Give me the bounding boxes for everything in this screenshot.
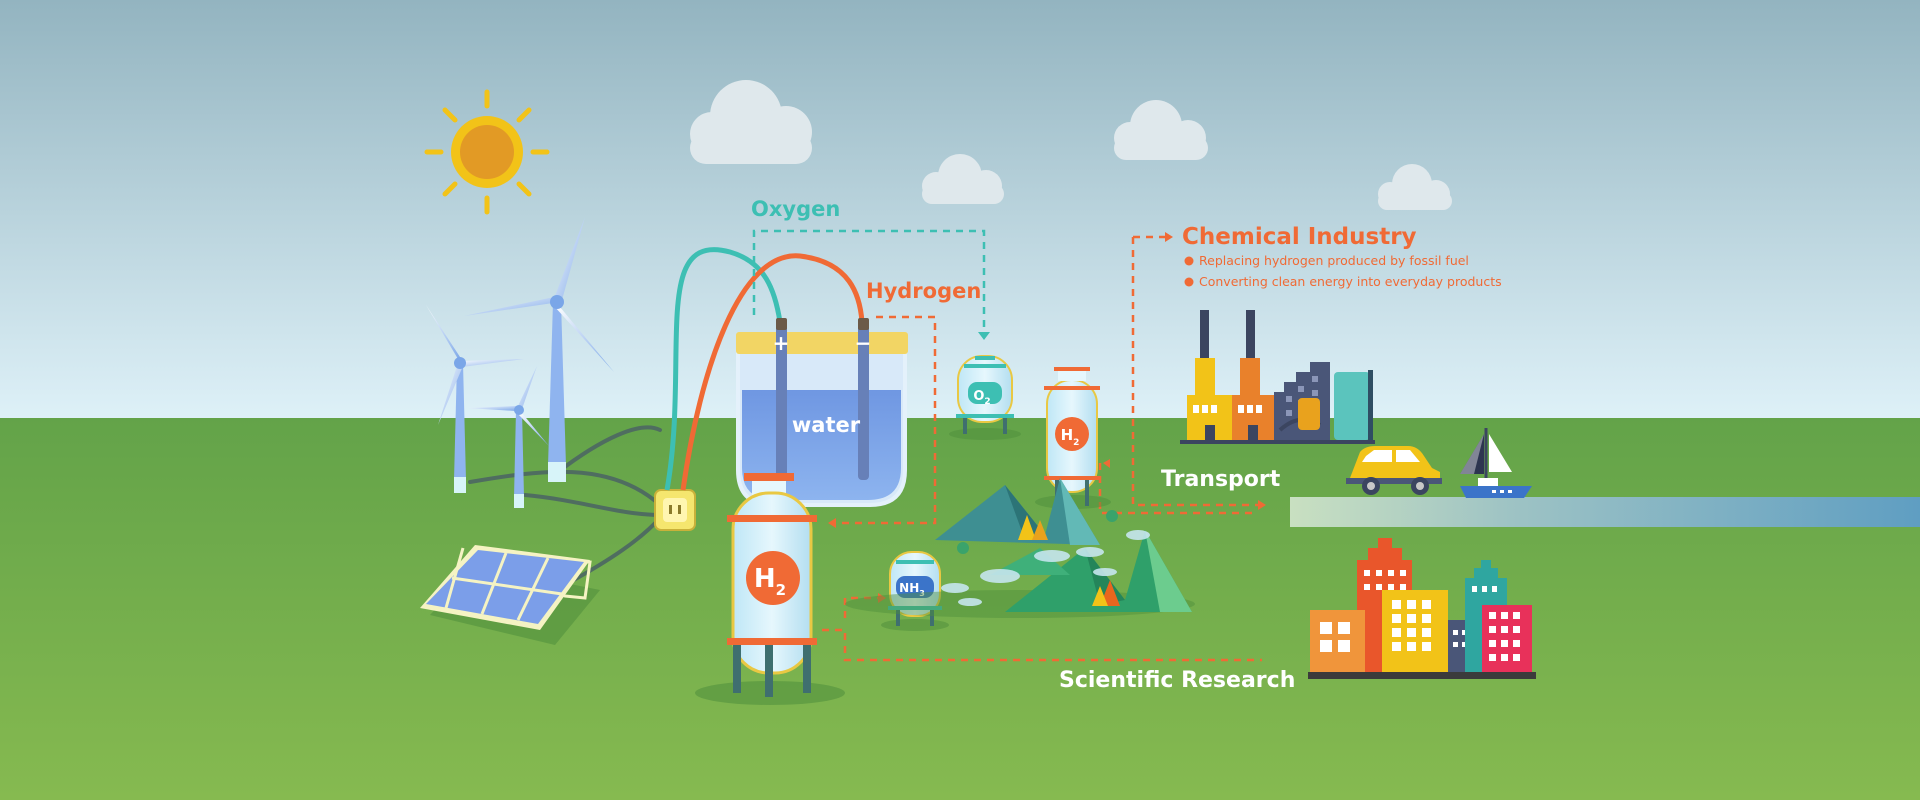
ammonia-tank-icon <box>881 551 949 631</box>
ground <box>0 418 1920 800</box>
ammonia-tank-label: NH3 <box>899 581 925 598</box>
bullet-icon <box>1184 277 1194 287</box>
wind-turbine-icon <box>464 217 614 482</box>
wind-turbine-icon <box>467 366 549 508</box>
river <box>1290 497 1920 527</box>
chemical-bullet-1: Replacing hydrogen produced by fossil fu… <box>1199 253 1469 268</box>
oxygen-wire <box>664 247 783 491</box>
sky <box>0 0 1920 420</box>
arrow-icons <box>828 459 1266 603</box>
sun-icon <box>424 89 550 215</box>
hydrogen-small-tank-icon <box>1035 367 1111 509</box>
power-socket-icon <box>654 489 696 531</box>
factory-icon <box>1180 310 1375 444</box>
arrow-icon <box>978 332 990 340</box>
sailboat-icon <box>1460 428 1532 498</box>
wind-turbine-icon <box>426 305 524 493</box>
mountains-icon <box>845 478 1195 618</box>
cathode-minus-label: − <box>855 331 872 355</box>
power-cables <box>468 425 662 584</box>
city-buildings-icon <box>1308 538 1536 679</box>
water-label: water <box>792 413 861 437</box>
oxygen-flow-line <box>752 229 986 336</box>
hydrogen-label: Hydrogen <box>866 279 981 303</box>
cloud-icon <box>1378 164 1452 210</box>
hydrogen-wire <box>680 253 865 491</box>
hydrogen-storage-tank-label: H2 <box>754 564 786 599</box>
tree-icon <box>957 510 1120 606</box>
transport-label: Transport <box>1161 467 1281 492</box>
bullet-icon <box>1184 256 1194 266</box>
hydrogen-small-tank-label: H2 <box>1061 426 1080 448</box>
chemical-arrow <box>1133 232 1173 242</box>
solar-panel-icon <box>420 545 600 645</box>
electrolysis-tank <box>736 318 908 507</box>
hydrogen-storage-tank-icon <box>695 473 845 705</box>
oxygen-tank-label: O2 <box>973 389 990 407</box>
scientific-research-label: Scientific Research <box>1059 668 1295 693</box>
anode-plus-label: + <box>773 331 790 355</box>
cloud-icon <box>922 154 1004 204</box>
cloud-icon <box>1114 100 1208 160</box>
chemical-bullet-2: Converting clean energy into everyday pr… <box>1199 274 1502 289</box>
chemical-industry-label: Chemical Industry <box>1182 224 1417 250</box>
oxygen-label: Oxygen <box>751 197 840 221</box>
oxygen-tank-icon <box>949 355 1021 440</box>
cloud-icon <box>690 80 812 164</box>
car-icon <box>1346 446 1442 495</box>
